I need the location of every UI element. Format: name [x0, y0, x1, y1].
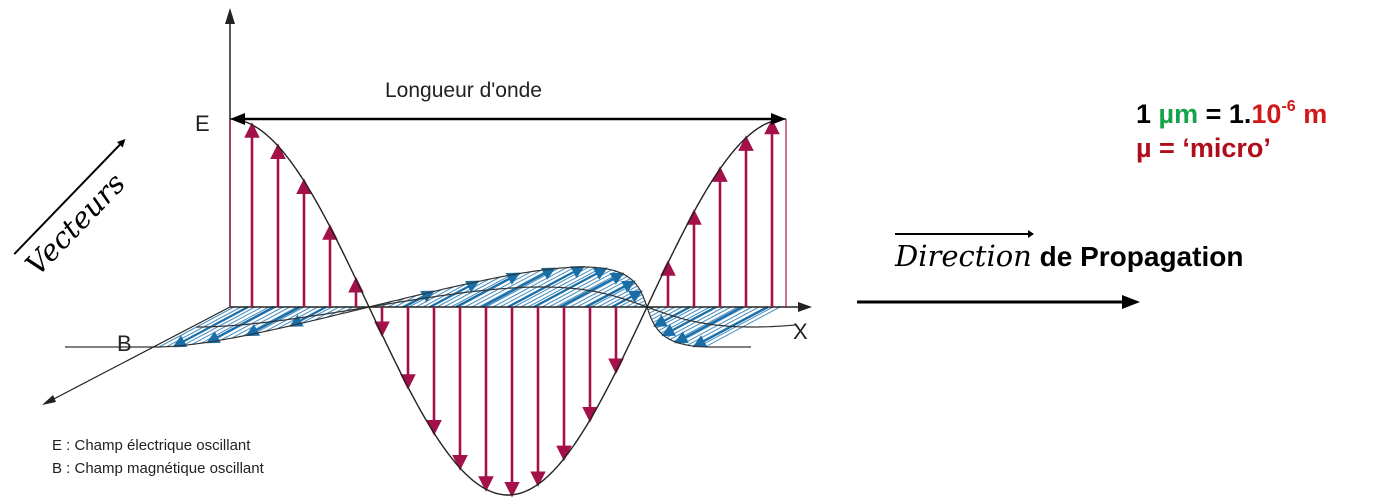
micrometer-definition: 1 µm = 1.10-6 m	[1136, 90, 1327, 131]
b-field-curve	[65, 266, 751, 348]
unit-equals: = 1.	[1198, 99, 1252, 129]
x-axis-label: X	[793, 319, 808, 344]
wavelength-arrowhead-left	[230, 113, 245, 125]
propagation-label: Direction de Propagation	[895, 230, 1244, 273]
unit-m: m	[1295, 99, 1328, 129]
unit-note: 1 µm = 1.10-6 m µ = ‘micro’	[1136, 90, 1327, 165]
vectors-overline-arrowhead	[116, 138, 126, 148]
direction-word: Direction	[895, 239, 1032, 273]
legend-e: E : Champ électrique oscillant	[52, 437, 251, 454]
unit-ten: 10	[1251, 99, 1282, 129]
unit-one: 1	[1136, 99, 1159, 129]
unit-exponent: -6	[1281, 98, 1296, 115]
propagation-arrowhead	[1122, 295, 1140, 309]
direction-overline-arrow	[895, 230, 1034, 238]
e-axis-arrowhead	[225, 8, 235, 24]
b-field-curve-back	[196, 286, 796, 328]
wavelength-label: Longueur d'onde	[385, 79, 542, 102]
vectors-label: Vecteurs	[19, 166, 132, 282]
x-axis-arrowhead	[798, 302, 812, 312]
micro-prefix-definition: µ = ‘micro’	[1136, 133, 1271, 163]
direction-vector-word: Direction	[895, 230, 1034, 273]
legend-b: B : Champ magnétique oscillant	[52, 460, 265, 477]
unit-mu-m: µm	[1158, 99, 1199, 129]
vectors-label-group: Vecteurs	[13, 138, 132, 282]
e-field-curve	[230, 118, 786, 496]
wavelength-arrowhead-right	[771, 113, 786, 125]
e-field-vectors	[229, 118, 787, 498]
b-axis-arrowhead	[42, 395, 56, 405]
b-axis-label: B	[117, 331, 132, 356]
vectors-overline	[13, 141, 123, 255]
b-axis	[47, 306, 231, 403]
e-axis-label: E	[195, 111, 210, 136]
propagation-rest: de Propagation	[1031, 241, 1244, 272]
